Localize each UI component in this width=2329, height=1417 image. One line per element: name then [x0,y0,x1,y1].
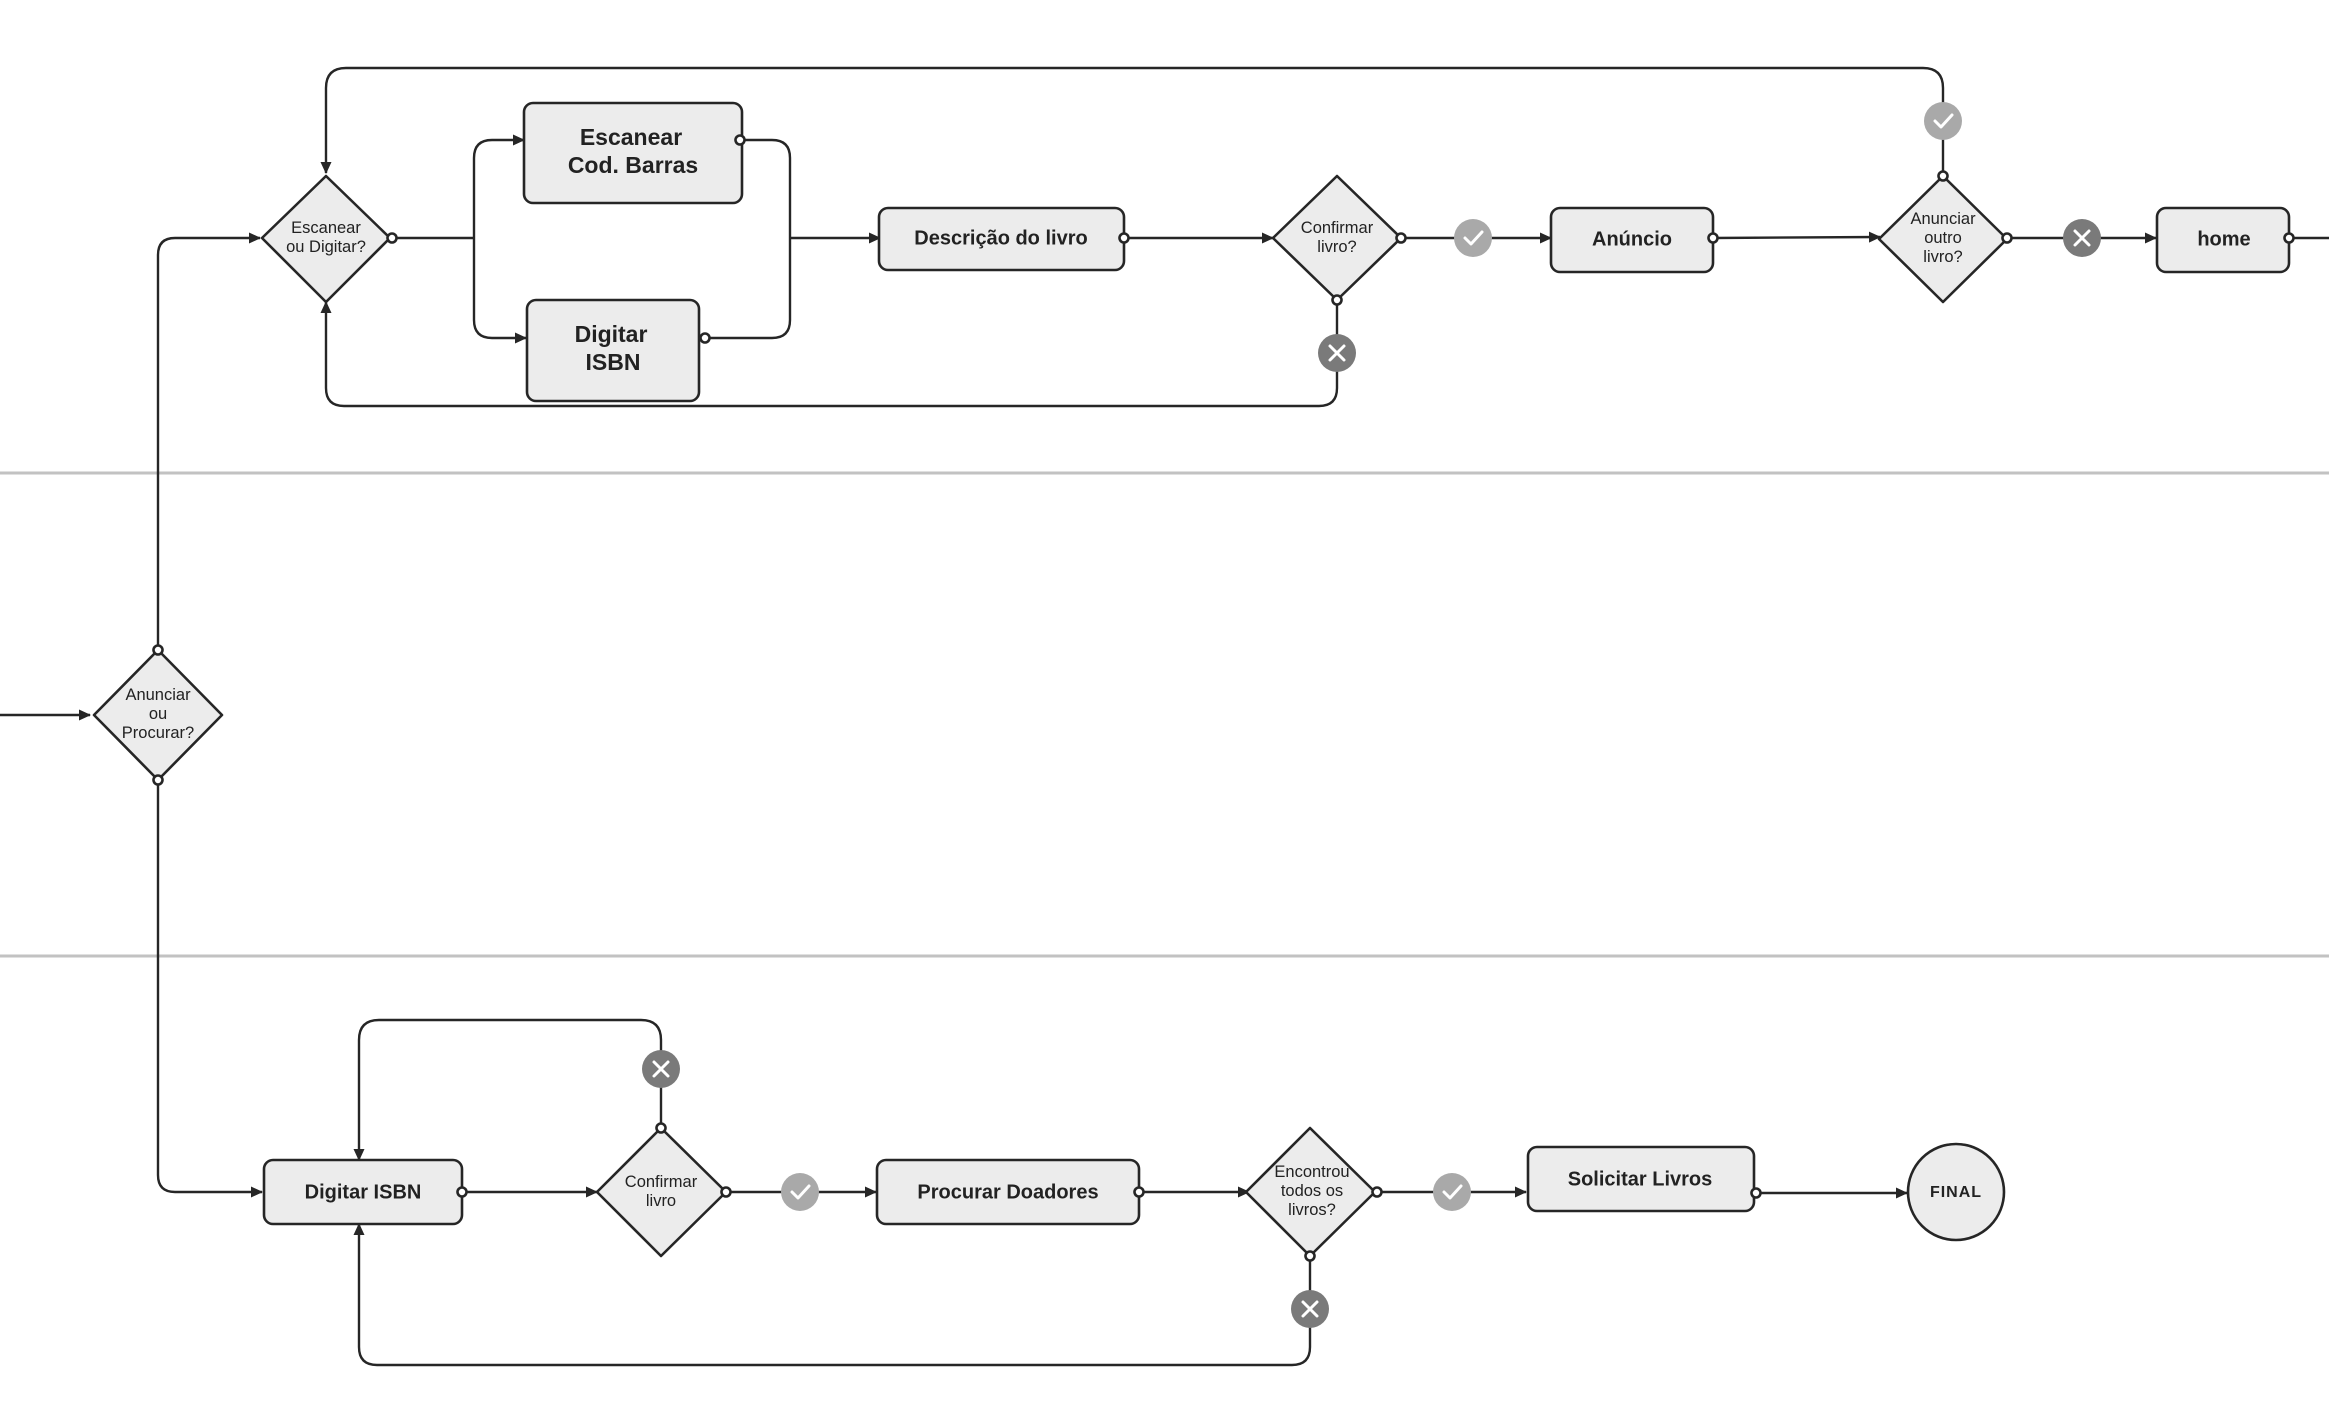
process-label: Procurar Doadores [917,1181,1098,1203]
close-icon [1328,344,1346,362]
edge-anunciar-branch [156,232,261,650]
port [1331,294,1343,306]
no-badge-confirmar-bottom [642,1050,680,1088]
yes-badge-anunciar-outro [1924,102,1962,140]
label-line: ou Digitar? [286,238,366,256]
process-solicitar-livros[interactable]: Solicitar Livros [1526,1145,1756,1213]
edge-confirmar-retry [320,300,1339,408]
edge-confirmar-bottom-retry [353,1018,663,1161]
process-descricao-livro[interactable]: Descrição do livro [877,206,1126,272]
label-line: Confirmar [1301,219,1374,237]
check-icon [790,1184,811,1200]
process-label: Anúncio [1592,228,1672,250]
port [456,1186,468,1198]
check-icon [1463,230,1484,246]
process-label: Descrição do livro [914,227,1087,249]
port [699,332,711,344]
port [1395,232,1407,244]
label-line: ou [149,705,167,723]
no-badge-encontrou [1291,1290,1329,1328]
label-line: Anunciar [1910,210,1976,228]
edge-from-digitar [705,238,792,340]
process-home[interactable]: home [2155,206,2291,274]
close-icon [1301,1300,1319,1318]
terminal-label: FINAL [1930,1184,1982,1201]
no-badge-confirmar-top [1318,334,1356,372]
port [2001,232,2013,244]
port [734,134,746,146]
yes-badge-encontrou [1433,1173,1471,1211]
label-line: Cod. Barras [568,152,698,178]
port [1937,170,1949,182]
edge-to-digitar [472,238,527,344]
port [152,774,164,786]
label-line: Digitar [575,321,648,347]
process-anuncio[interactable]: Anúncio [1549,206,1715,274]
label-line: Procurar? [122,724,194,742]
label-line: outro [1924,229,1962,247]
edge-anuncio-outro [1712,231,1881,243]
edge-procurar-branch [156,780,263,1198]
port [1118,232,1130,244]
label-line: Encontrou [1274,1163,1349,1181]
port [2283,232,2295,244]
label-line: livro [646,1192,676,1210]
check-icon [1933,113,1954,129]
process-label: Solicitar Livros [1568,1168,1713,1190]
port [152,644,164,656]
port [1371,1186,1383,1198]
connection-ports [152,134,2295,1262]
close-icon [2073,229,2091,247]
port [386,232,398,244]
port [1304,1250,1316,1262]
label-line: livro? [1317,238,1356,256]
edge-outro-loop [320,66,1945,176]
yes-badge-confirmar-top [1454,219,1492,257]
terminal-final[interactable]: FINAL [1906,1142,2006,1242]
process-label: home [2197,228,2250,250]
edge-to-escanear [472,134,525,238]
edge-from-escanear [740,138,792,238]
label-line: Escanear [580,124,682,150]
port [1707,232,1719,244]
close-icon [652,1060,670,1078]
no-badge-anunciar-outro [2063,219,2101,257]
port [720,1186,732,1198]
edge-encontrou-retry [353,1223,1312,1367]
label-line: Anunciar [125,686,191,704]
port [1750,1187,1762,1199]
process-procurar-doadores[interactable]: Procurar Doadores [875,1158,1141,1226]
label-line: Confirmar [625,1173,698,1191]
label-line: livro? [1923,248,1962,266]
label-line: livros? [1288,1201,1336,1219]
label-line: ISBN [586,349,641,375]
check-icon [1442,1184,1463,1200]
yes-badge-confirmar-bottom [781,1173,819,1211]
label-line: Escanear [291,219,361,237]
port [1133,1186,1145,1198]
process-digitar-isbn-bottom[interactable]: Digitar ISBN [262,1158,464,1226]
port [655,1122,667,1134]
process-label: Digitar ISBN [305,1181,422,1203]
label-line: todos os [1281,1182,1343,1200]
